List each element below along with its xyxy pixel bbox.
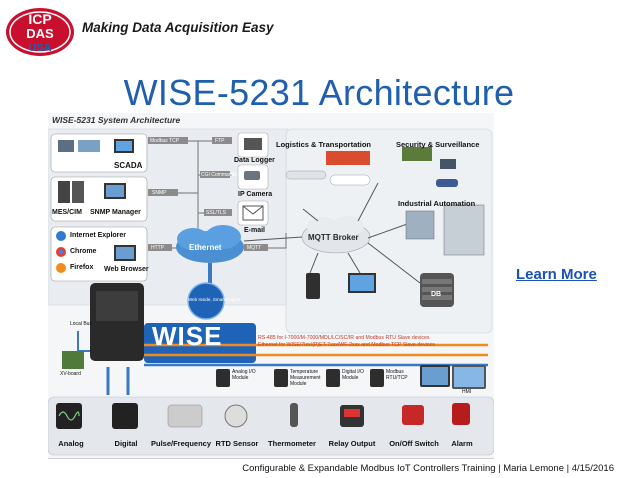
proto-ssl: SSL/TLS <box>206 210 227 216</box>
mes-label: MES/CIM <box>52 209 82 216</box>
proto-mqtt: MQTT <box>247 245 262 251</box>
proto-snmp: SNMP <box>152 190 167 196</box>
bottom-label-alarm: Alarm <box>451 439 473 448</box>
slide-title: WISE-5231 Architecture <box>123 72 515 113</box>
security-label: Security & Surveillance <box>396 140 480 149</box>
rs485-line2: Ethernet for WISE/7Ixx/(P)ET-7xxx/WF-2xx… <box>258 342 435 348</box>
temperature-label: Temperature Measurement Module <box>290 369 321 387</box>
bottom-label-analog: Analog <box>58 439 84 448</box>
ip-camera-label: IP Camera <box>238 191 273 198</box>
web-browser-label: Web Browser <box>104 266 149 273</box>
mqtt-cloud <box>301 216 371 254</box>
learn-more-link[interactable]: Learn More <box>516 266 597 283</box>
browser-box <box>50 226 148 282</box>
tagline: Making Data Acquisition Easy <box>82 20 274 35</box>
hmi-label: HMI <box>462 389 472 395</box>
bottom-label-switch: On/Off Switch <box>389 439 439 448</box>
ie-label: Internet Explorer <box>70 232 127 239</box>
bottom-label-thermometer: Thermometer <box>268 439 316 448</box>
ethernet-cloud <box>176 225 244 263</box>
logo-text-mid: DAS <box>26 26 54 41</box>
wise-sub-label: Web Inside, Smart Engine <box>188 297 241 302</box>
logo-text-bottom: USA <box>28 42 51 54</box>
digital-io-label: Digital I/O Module <box>342 369 364 381</box>
mqtt-broker-label: MQTT Broker <box>308 233 359 242</box>
email-label: E-mail <box>244 227 266 234</box>
rs485-line1: RS-485 for I-7000/M-7000/MDL/LC/SC/IR an… <box>258 335 430 341</box>
proto-ftp: FTP <box>215 138 225 144</box>
industrial-label: Industrial Automation <box>398 199 476 208</box>
system-title: WISE-5231 System Architecture <box>52 115 181 125</box>
analog-io-label: Analog I/O Module <box>232 369 256 381</box>
db-label: DB <box>431 291 442 298</box>
data-logger-label: Data Logger <box>234 157 275 164</box>
ethernet-label: Ethernet <box>189 243 222 252</box>
bottom-label-rtd: RTD Sensor <box>215 439 259 448</box>
bottom-label-digital: Digital <box>114 439 138 448</box>
proto-modbus-tcp: Modbus TCP <box>150 138 180 144</box>
firefox-label: Firefox <box>70 264 94 271</box>
snmp-manager-label: SNMP Manager <box>90 209 141 216</box>
icpdas-logo: ICP DAS USA <box>4 4 76 58</box>
wise-label: WISE <box>152 321 223 351</box>
diagram-graphics <box>48 128 494 456</box>
scada-label: SCADA <box>114 161 143 170</box>
bottom-label-pulse: Pulse/Frequency <box>150 439 212 448</box>
bottom-label-relay: Relay Output <box>328 439 376 448</box>
footer-divider <box>48 458 494 459</box>
logo-text-top: ICP <box>28 11 51 27</box>
chrome-label: Chrome <box>70 248 97 255</box>
proto-cgi: CGI Commands <box>201 172 237 178</box>
modbus-rtu-label: Modbus RTU/TCP <box>386 369 408 381</box>
logistics-label: Logistics & Transportation <box>276 140 372 149</box>
local-bus-label: Local Bus <box>70 321 92 327</box>
proto-http: HTTP <box>151 245 165 251</box>
architecture-diagram: WISE-5231 System Architecture Modbus TCP… <box>48 113 494 458</box>
slide-footer: Configurable & Expandable Modbus IoT Con… <box>242 463 614 474</box>
xv-board-label: XV-board <box>60 371 81 377</box>
